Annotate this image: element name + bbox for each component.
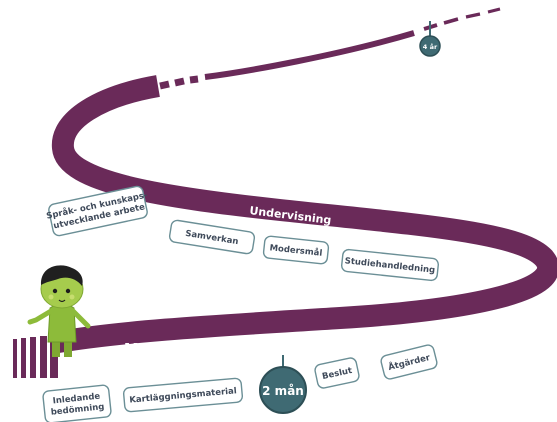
child-figure-icon	[27, 265, 91, 357]
box-atgarder: Åtgärder	[380, 344, 438, 380]
road-dashes-far	[423, 7, 501, 31]
road-label-mottagande: Mottagande	[124, 340, 226, 358]
box-samverkan: Samverkan	[168, 219, 256, 255]
box-sprak-kunskap: Språk- och kunskaps- utvecklande arbete	[45, 185, 149, 237]
svg-text:Inledande: Inledande	[52, 392, 101, 407]
box-modersmal: Modersmål	[262, 235, 330, 265]
box-kartlaggningsmaterial: Kartläggningsmaterial	[122, 377, 244, 413]
milestone-4-years-label: 4 år	[423, 42, 438, 51]
box-beslut: Beslut	[314, 357, 360, 389]
box-inledande-bedomning: Inledande bedömning	[42, 384, 112, 422]
milestone-2-months: 2 mån	[259, 355, 307, 414]
box-studiehandledning: Studiehandledning	[341, 248, 439, 282]
milestone-2-months-label: 2 mån	[262, 384, 304, 398]
road-upper	[159, 30, 415, 90]
milestone-4-years: 4 år	[419, 21, 441, 57]
road-main	[51, 75, 557, 353]
